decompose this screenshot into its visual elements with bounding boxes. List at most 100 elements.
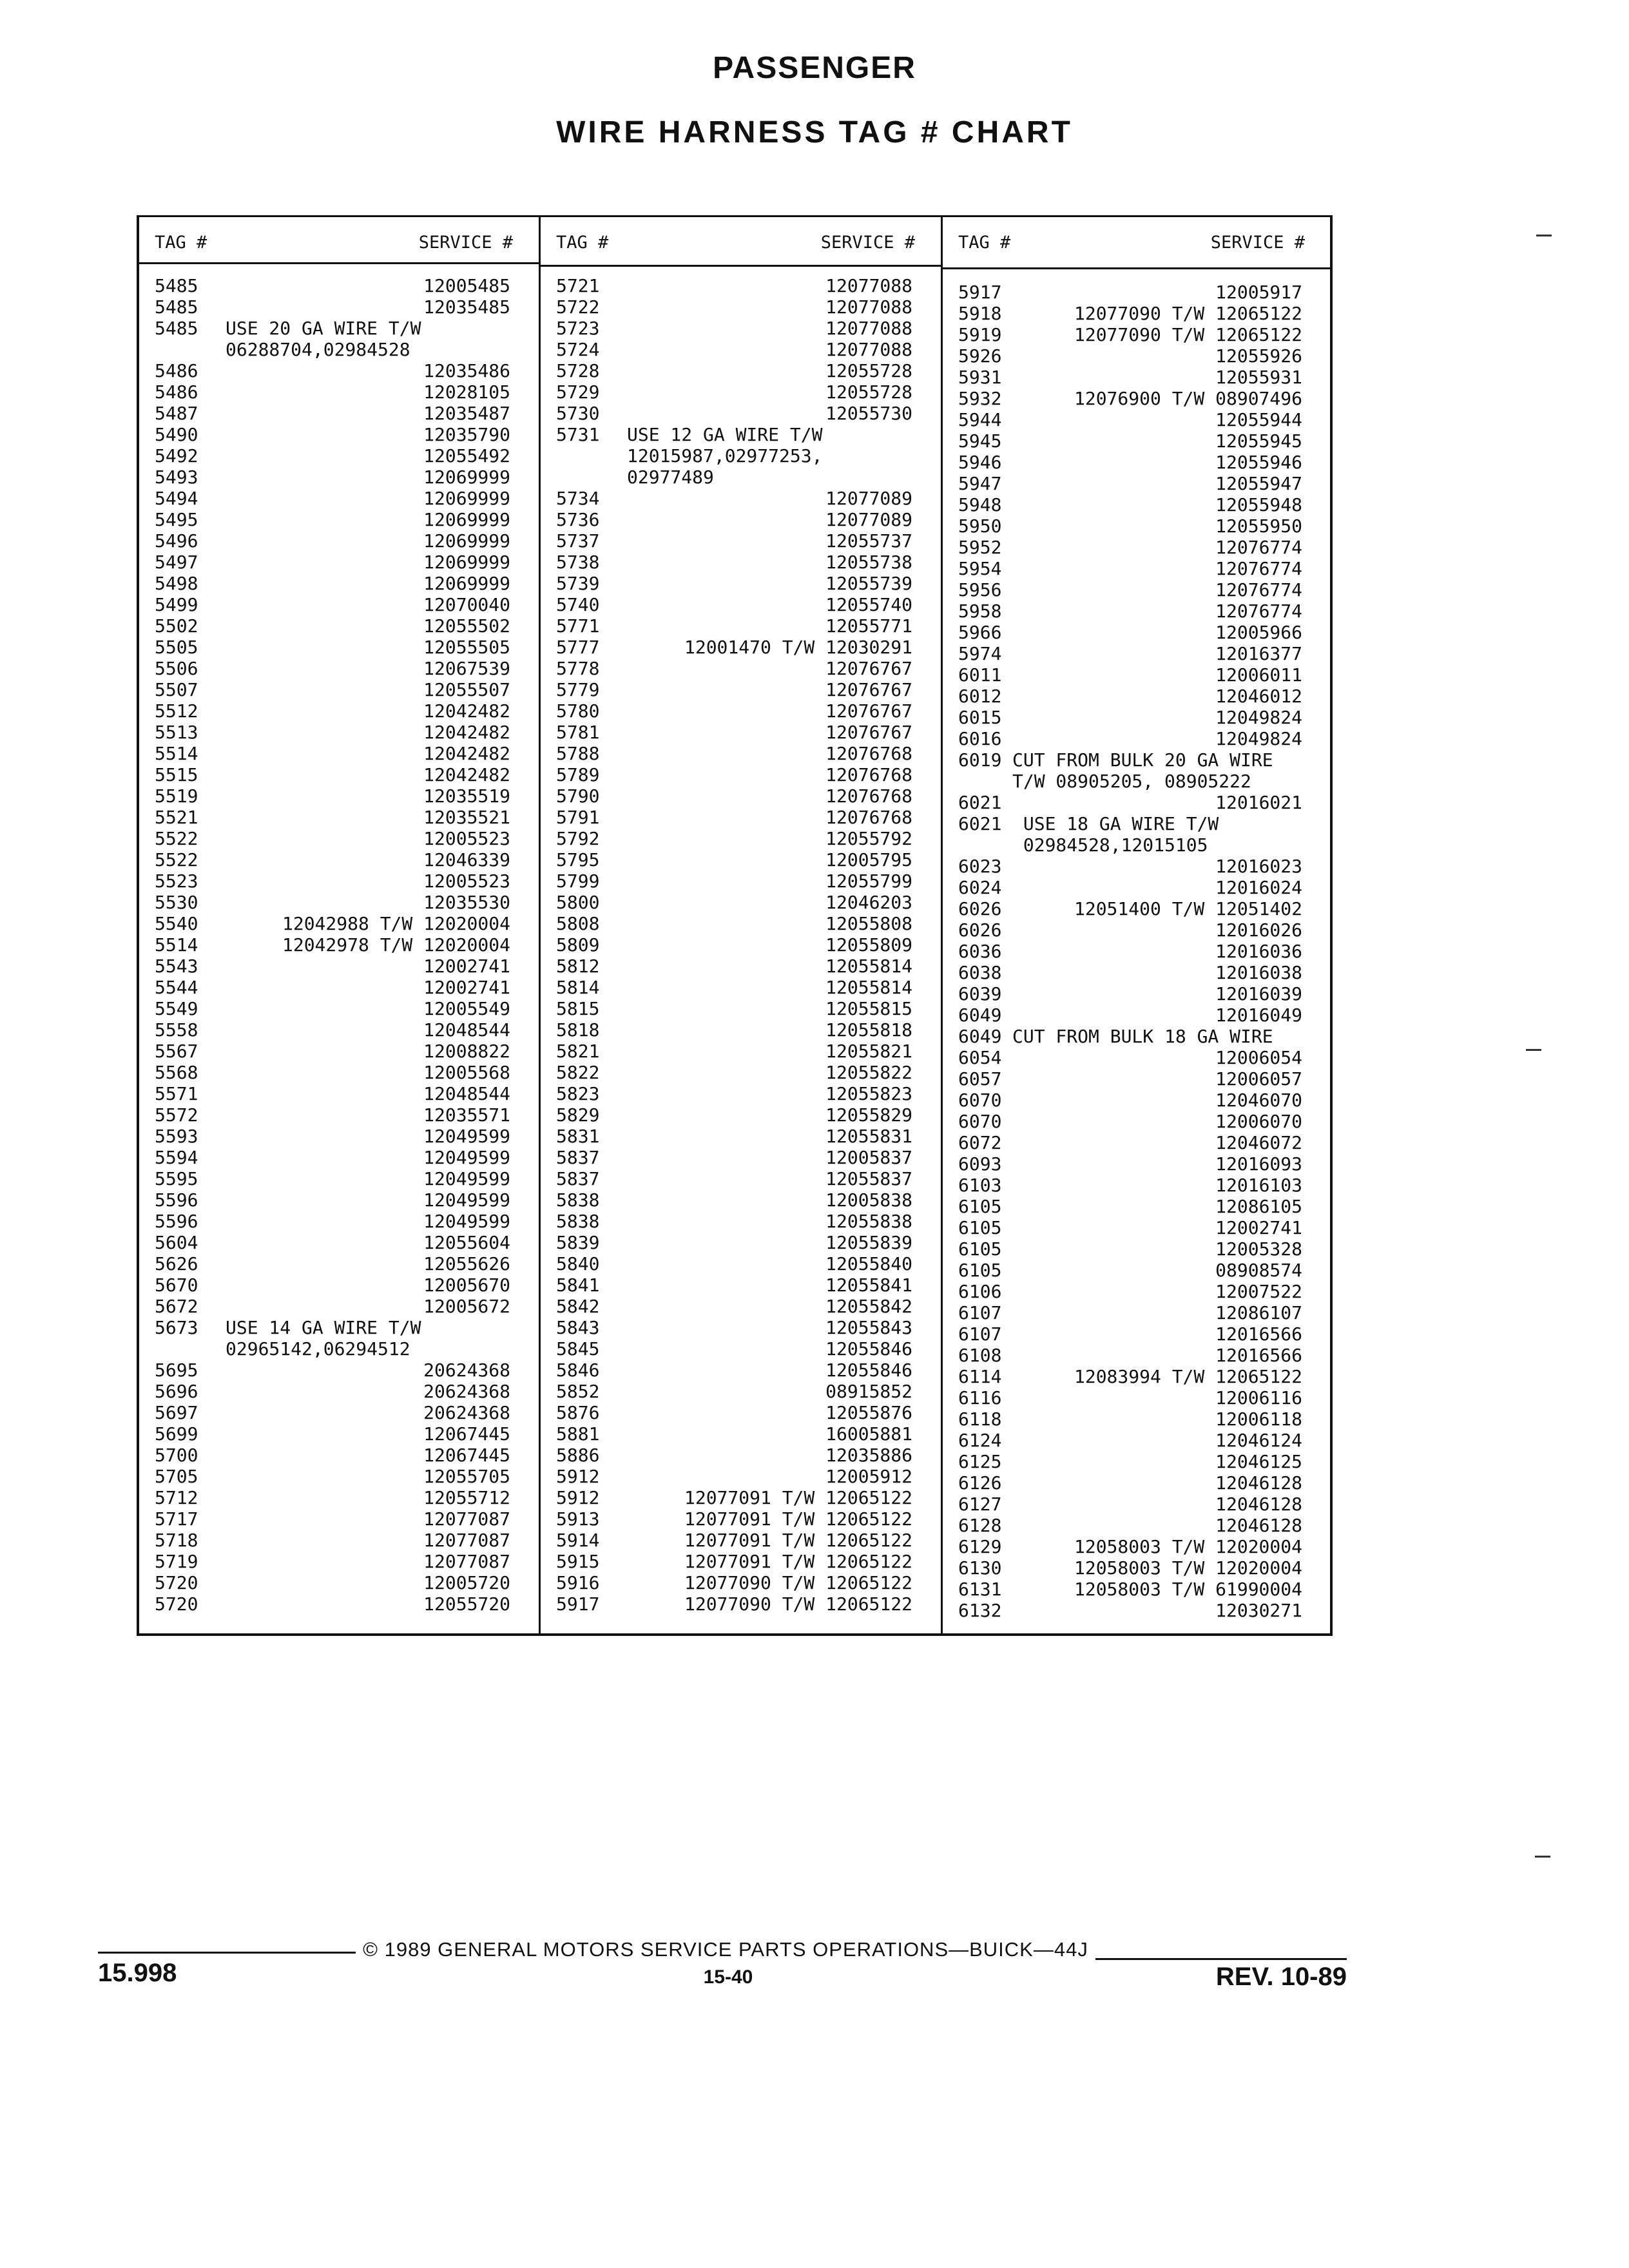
service-number: 12049824: [1215, 707, 1302, 728]
tag-number: 5626: [155, 1253, 198, 1274]
tag-number: 5839: [556, 1232, 600, 1253]
service-number: 12042482: [423, 743, 510, 764]
service-note: USE 12 GA WIRE T/W: [627, 424, 823, 445]
tag-number: 5954: [958, 558, 1002, 579]
tag-number: 6023: [958, 856, 1002, 877]
tag-number: 5917: [958, 282, 1002, 303]
service-number: 12077091 T/W 12065122: [684, 1487, 912, 1508]
service-number: 12048544: [423, 1083, 510, 1104]
tag-number: 5950: [958, 515, 1002, 537]
tag-number: 5705: [155, 1466, 198, 1487]
service-number: 12016023: [1215, 856, 1302, 877]
service-number: 12055728: [825, 381, 912, 403]
tag-number: 5932: [958, 388, 1002, 409]
tag-number: 5571: [155, 1083, 198, 1104]
service-number: 12077087: [423, 1508, 510, 1530]
service-number: 12055818: [825, 1019, 912, 1041]
service-number: 12055730: [825, 403, 912, 424]
tag-number: 5672: [155, 1296, 198, 1317]
service-number: 12077090 T/W 12065122: [1074, 324, 1302, 345]
tag-number: 5721: [556, 275, 600, 296]
service-number: 12055712: [423, 1487, 510, 1508]
service-number: 12002741: [423, 977, 510, 998]
service-number: 12055809: [825, 934, 912, 956]
tag-number: 6130: [958, 1557, 1002, 1579]
service-number: 12055846: [825, 1360, 912, 1381]
tag-number: 5739: [556, 573, 600, 594]
service-number: 12035790: [423, 424, 510, 445]
service-number: 12055946: [1215, 452, 1302, 473]
tag-number: 5485: [155, 275, 198, 296]
service-number: 12069999: [423, 552, 510, 573]
service-number: 12049599: [423, 1211, 510, 1232]
table-row: 5722 12077088: [541, 296, 941, 318]
tag-number: 5724: [556, 339, 600, 360]
service-number: 12077088: [825, 296, 912, 318]
tag-number: 5544: [155, 977, 198, 998]
tag-number: 6015: [958, 707, 1002, 728]
tag-number: 5800: [556, 892, 600, 913]
tag-number: 5795: [556, 849, 600, 870]
tag-number: 5780: [556, 700, 600, 722]
tag-number: 6070: [958, 1090, 1002, 1111]
service-number: 12016026: [1215, 919, 1302, 941]
service-number: 12055739: [825, 573, 912, 594]
service-number: 12005837: [825, 1147, 912, 1168]
service-number: 12076774: [1215, 558, 1302, 579]
service-number: 12049599: [423, 1126, 510, 1147]
service-header: SERVICE #: [418, 233, 513, 253]
tag-number: 6103: [958, 1175, 1002, 1196]
tag-number: 5926: [958, 345, 1002, 367]
service-number: 12086105: [1215, 1196, 1302, 1217]
service-number: 12007522: [1215, 1281, 1302, 1302]
tag-number: 6057: [958, 1068, 1002, 1090]
service-number: 12055814: [825, 977, 912, 998]
tag-number: 5931: [958, 367, 1002, 388]
service-number: 12006054: [1215, 1047, 1302, 1068]
tag-number: 5722: [556, 296, 600, 318]
service-number: 12035886: [825, 1445, 912, 1466]
tag-number: 6054: [958, 1047, 1002, 1068]
service-number: 12058003 T/W 12020004: [1074, 1557, 1302, 1579]
service-number: 12055823: [825, 1083, 912, 1104]
service-number: 12077087: [423, 1551, 510, 1572]
tag-header: TAG #: [155, 233, 207, 253]
service-number: 12035485: [423, 296, 510, 318]
tag-number: 5781: [556, 722, 600, 743]
tag-number: 5822: [556, 1062, 600, 1083]
tag-number: 5523: [155, 870, 198, 892]
service-number: 12055626: [423, 1253, 510, 1274]
service-number: 12005838: [825, 1189, 912, 1211]
service-number: 12076768: [825, 764, 912, 785]
service-note: CUT FROM BULK 20 GA WIRE: [1012, 749, 1273, 771]
service-number: 12001470 T/W 12030291: [684, 637, 912, 658]
